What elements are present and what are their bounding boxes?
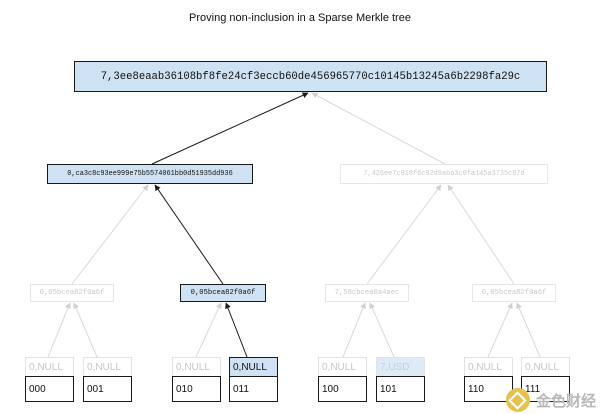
leaf-value-110: 0,NULL bbox=[464, 357, 513, 377]
edge-l2n2-l1right bbox=[366, 184, 442, 285]
level2-node-2: 7,58cbcea0a4aec bbox=[325, 284, 409, 302]
diagram-title: Proving non-inclusion in a Sparse Merkle… bbox=[189, 12, 411, 24]
leaf-key-010: 010 bbox=[172, 376, 221, 402]
leaf-key-101: 101 bbox=[376, 376, 425, 402]
edge-leaf001 bbox=[73, 302, 98, 358]
leaf-value-001: 0,NULL bbox=[83, 357, 132, 377]
leaf-value-111: 0,NULL bbox=[521, 357, 570, 377]
leaf-value-100: 0,NULL bbox=[318, 357, 367, 377]
edge-leaf000 bbox=[47, 302, 71, 358]
edge-l1right-root bbox=[311, 92, 446, 165]
edge-l2n3-l1right bbox=[447, 184, 515, 285]
leaf-value-010: 0,NULL bbox=[172, 357, 221, 377]
watermark-text: 金色财经 bbox=[535, 392, 596, 410]
edge-leaf011 bbox=[225, 302, 248, 358]
edge-leaf101 bbox=[369, 302, 395, 358]
edge-leaf111 bbox=[516, 302, 541, 358]
level2-node-1: 0,05bcea82f0a6f bbox=[180, 284, 266, 302]
leaf-value-011: 0,NULL bbox=[229, 357, 278, 377]
level1-right-node: 7,426ee7c918f6c92d9aba3c0fa145a3735c87d bbox=[340, 164, 548, 184]
edge-leaf100 bbox=[342, 302, 366, 358]
leaf-key-001: 001 bbox=[83, 376, 132, 402]
level2-node-0: 0,05bcea82f0a6f bbox=[30, 284, 114, 302]
edge-leaf010 bbox=[195, 302, 222, 358]
level2-node-3: 0,05bcea82f0a6f bbox=[472, 284, 556, 302]
edge-l2n0-l1left bbox=[71, 184, 149, 285]
watermark-logo-icon bbox=[505, 388, 530, 412]
edge-l2n1-l1left bbox=[154, 184, 224, 285]
root-node: 7,3ee8eaab36108bf8fe24cf3eccb60de4569657… bbox=[74, 61, 547, 92]
edge-l1left-root bbox=[151, 92, 309, 165]
leaf-key-011: 011 bbox=[229, 376, 278, 402]
leaf-value-000: 0,NULL bbox=[25, 357, 74, 377]
level1-left-node: 0,ca3c8c93ee999e75b5574061bb0d51935dd936 bbox=[47, 164, 253, 184]
leaf-key-100: 100 bbox=[318, 376, 367, 402]
watermark: 金色财经 bbox=[505, 388, 596, 412]
leaf-key-110: 110 bbox=[464, 376, 513, 402]
leaf-key-000: 000 bbox=[25, 376, 74, 402]
edge-leaf110 bbox=[487, 302, 513, 358]
leaf-value-101: 7,USD bbox=[376, 357, 425, 377]
